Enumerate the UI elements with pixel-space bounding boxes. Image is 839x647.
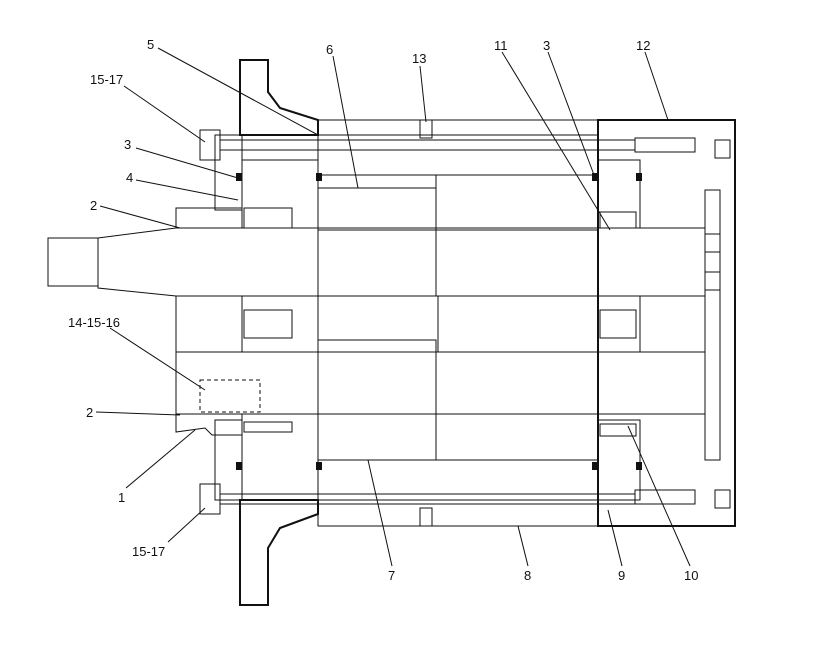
front-bearing-block — [241, 159, 319, 501]
callout-8: 8 — [524, 568, 531, 583]
callout-12: 12 — [636, 38, 650, 53]
callout-10: 10 — [684, 568, 698, 583]
callout-9: 9 — [618, 568, 625, 583]
callout-1: 1 — [118, 490, 125, 505]
callout-4: 4 — [126, 170, 133, 185]
callout-6: 6 — [326, 42, 333, 57]
gear-housing — [317, 119, 599, 527]
callout-3-left: 3 — [124, 137, 131, 152]
rear-bearing-block — [437, 159, 641, 501]
callout-11: 11 — [494, 38, 508, 53]
callout-15-17-top: 15-17 — [90, 72, 123, 87]
callout-13: 13 — [412, 51, 426, 66]
drive-gear — [317, 187, 437, 297]
driven-gear — [317, 339, 437, 461]
through-bolt-bottom — [199, 483, 731, 515]
callout-14-15-16: 14-15-16 — [68, 315, 120, 330]
callout-2-top: 2 — [90, 198, 97, 213]
mounting-flange — [239, 59, 319, 606]
callout-2-bottom: 2 — [86, 405, 93, 420]
plug-bottom — [419, 507, 433, 527]
rear-cover — [597, 119, 736, 527]
callout-15-17-bottom: 15-17 — [132, 544, 165, 559]
callout-7: 7 — [388, 568, 395, 583]
leader-lines — [95, 47, 691, 567]
through-bolt-top — [199, 129, 731, 161]
driven-shaft — [175, 351, 706, 415]
drive-shaft — [47, 227, 721, 297]
callout-3-top: 3 — [543, 38, 550, 53]
callout-5: 5 — [147, 37, 154, 52]
o-rings — [236, 173, 642, 470]
